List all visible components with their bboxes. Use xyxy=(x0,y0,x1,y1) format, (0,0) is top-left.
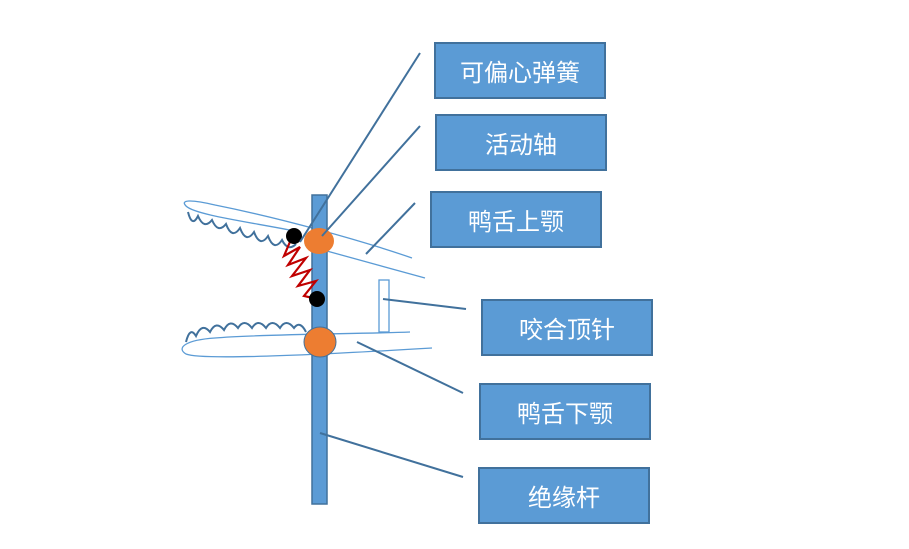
label-eccentric-spring: 可偏心弹簧 xyxy=(434,42,606,99)
label-upper-jaw-text: 鸭舌上颚 xyxy=(468,208,564,236)
upper-jaw-shape xyxy=(183,200,413,259)
label-movable-shaft: 活动轴 xyxy=(435,114,607,171)
spring-end-upper xyxy=(286,228,302,244)
label-insulating-rod: 绝缘杆 xyxy=(478,467,650,524)
label-eccentric-spring-text: 可偏心弹簧 xyxy=(460,59,580,87)
leader-line-rod xyxy=(319,432,464,478)
leader-line-lower-jaw xyxy=(356,341,464,394)
label-upper-jaw: 鸭舌上颚 xyxy=(430,191,602,248)
upper-pivot xyxy=(304,228,334,254)
eccentric-spring xyxy=(281,236,319,301)
label-lower-jaw-text: 鸭舌下颚 xyxy=(517,400,613,428)
label-movable-shaft-text: 活动轴 xyxy=(485,131,557,159)
bite-pin xyxy=(378,279,390,333)
label-bite-pin-text: 咬合顶针 xyxy=(519,316,615,344)
lower-pivot xyxy=(303,326,337,358)
label-lower-jaw: 鸭舌下颚 xyxy=(479,383,651,440)
upper-jaw-teeth xyxy=(187,211,297,249)
lower-jaw-teeth xyxy=(185,322,307,343)
leader-line-upper-jaw xyxy=(365,202,416,255)
label-insulating-rod-text: 绝缘杆 xyxy=(528,484,600,512)
label-bite-pin: 咬合顶针 xyxy=(481,299,653,356)
spring-end-lower xyxy=(309,291,325,307)
leader-line-shaft xyxy=(321,125,421,237)
leader-line-spring xyxy=(299,52,421,243)
leader-line-bite-pin xyxy=(382,298,467,310)
